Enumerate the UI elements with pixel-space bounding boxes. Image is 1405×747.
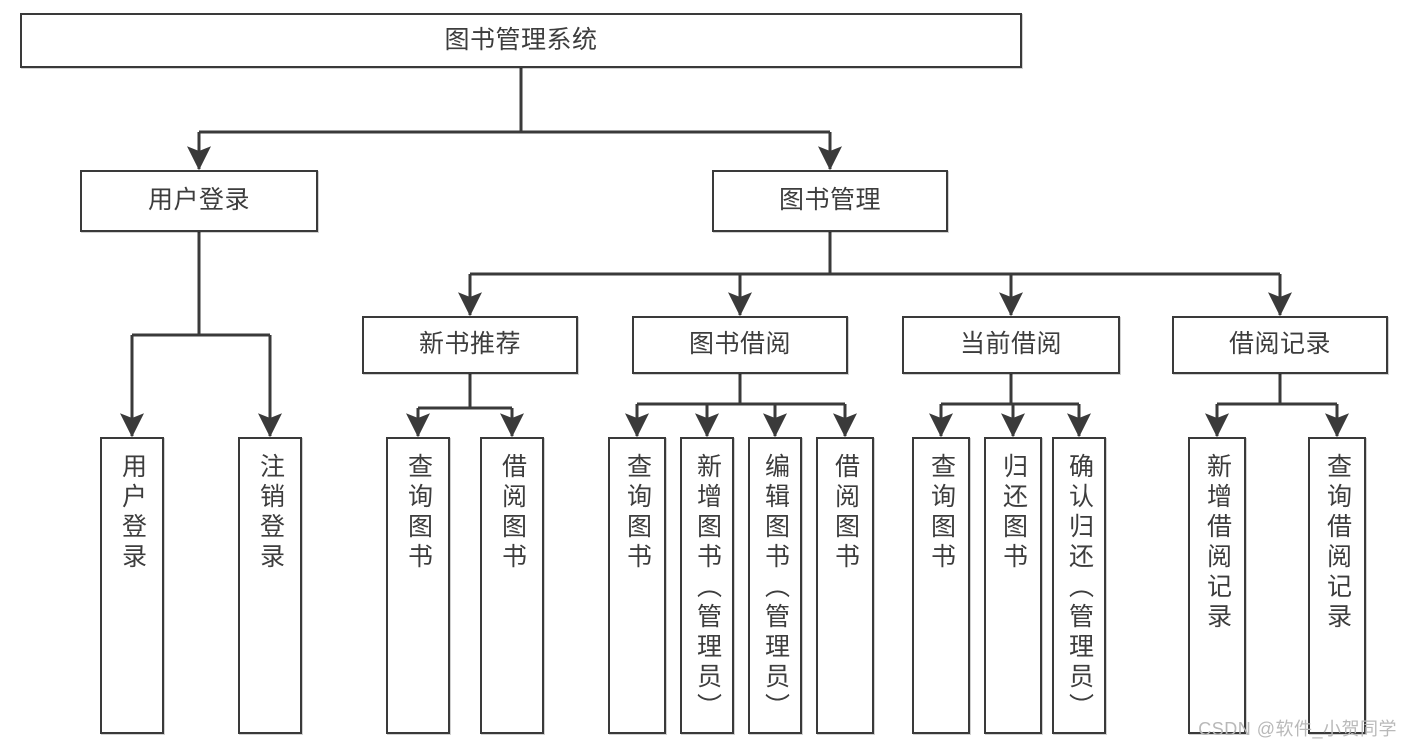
- node-book-borrow[interactable]: 图书借阅: [632, 316, 848, 374]
- node-borrow-record[interactable]: 借阅记录: [1172, 316, 1388, 374]
- node-label: 用户登录: [118, 453, 147, 573]
- node-label: 图书管理: [778, 186, 881, 215]
- node-label: 借阅图书: [498, 453, 527, 573]
- node-leaf-user-login[interactable]: 用户登录: [100, 437, 164, 734]
- node-leaf-add-record[interactable]: 新增借阅记录: [1188, 437, 1246, 734]
- node-leaf-borrow-book-2[interactable]: 借阅图书: [816, 437, 874, 734]
- node-label: 编辑图书（管理员）: [761, 453, 790, 723]
- node-label: 当前借阅: [959, 330, 1062, 359]
- node-current-borrow[interactable]: 当前借阅: [902, 316, 1120, 374]
- node-label: 借阅图书: [831, 453, 860, 573]
- node-label: 注销登录: [256, 453, 285, 573]
- node-label: 借阅记录: [1228, 330, 1331, 359]
- watermark: CSDN @软件_小贺同学: [1198, 719, 1397, 739]
- node-leaf-query-book-1[interactable]: 查询图书: [386, 437, 450, 734]
- node-label: 归还图书: [999, 453, 1028, 573]
- node-leaf-query-book-3[interactable]: 查询图书: [912, 437, 970, 734]
- node-label: 确认归还（管理员）: [1065, 453, 1094, 723]
- node-label: 新增图书（管理员）: [693, 453, 722, 723]
- node-book-manage[interactable]: 图书管理: [712, 170, 948, 232]
- node-label: 查询图书: [927, 453, 956, 573]
- node-label: 图书借阅: [688, 330, 791, 359]
- node-leaf-return-book[interactable]: 归还图书: [984, 437, 1042, 734]
- node-user-login[interactable]: 用户登录: [80, 170, 318, 232]
- node-label: 图书管理系统: [444, 25, 598, 54]
- node-label: 新书推荐: [418, 330, 521, 359]
- node-label: 查询借阅记录: [1323, 453, 1352, 633]
- node-leaf-query-record[interactable]: 查询借阅记录: [1308, 437, 1366, 734]
- node-leaf-borrow-book-1[interactable]: 借阅图书: [480, 437, 544, 734]
- node-label: 新增借阅记录: [1203, 453, 1232, 633]
- node-leaf-query-book-2[interactable]: 查询图书: [608, 437, 666, 734]
- node-leaf-add-book[interactable]: 新增图书（管理员）: [680, 437, 734, 734]
- node-root[interactable]: 图书管理系统: [20, 13, 1022, 68]
- node-new-book-rec[interactable]: 新书推荐: [362, 316, 578, 374]
- node-leaf-user-logout[interactable]: 注销登录: [238, 437, 302, 734]
- node-label: 查询图书: [623, 453, 652, 573]
- node-leaf-edit-book[interactable]: 编辑图书（管理员）: [748, 437, 802, 734]
- node-label: 用户登录: [147, 186, 250, 215]
- node-leaf-confirm-return[interactable]: 确认归还（管理员）: [1052, 437, 1106, 734]
- node-label: 查询图书: [404, 453, 433, 573]
